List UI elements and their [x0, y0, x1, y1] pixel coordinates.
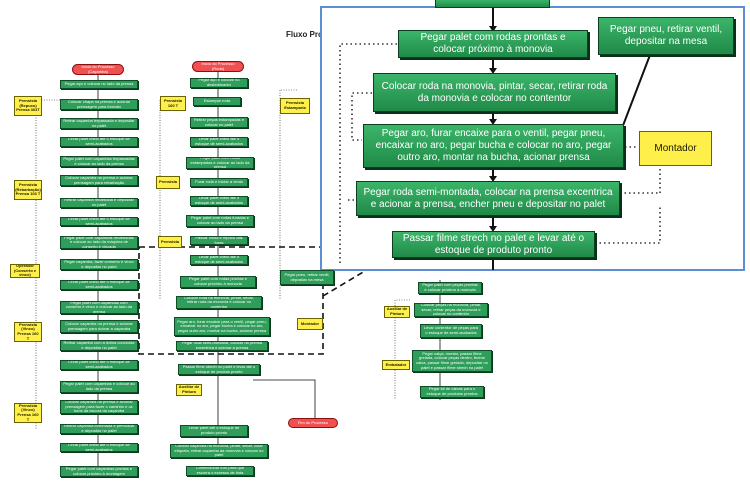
- lane1-role: Operador (Conserto e vinco): [10, 264, 40, 278]
- lane3-role-aux-paint: Auxiliar de Pintura: [384, 306, 410, 318]
- lane3-step: Pegar kit de caixas para o estoque de pr…: [420, 386, 484, 398]
- lane1-step: Pegar caçamba, fazer conserto e vinco e …: [60, 259, 138, 270]
- lane3-role: Prensista Estamparia: [280, 98, 310, 114]
- lane2-step: Estampar roda: [193, 97, 241, 106]
- lane1-step: Levar palet cheio até o estoque de semi-…: [60, 217, 138, 226]
- lane1-step: Colocar chapa na prensa e acionar prensa…: [60, 99, 138, 110]
- lane2-step: Levar palet cheio até o estoque de semi-…: [190, 196, 248, 206]
- lane1-step: Retirar caçamba com a dobra concluída e …: [60, 340, 138, 351]
- lane2-step: Colocar caçamba na monovia, pintar, seca…: [170, 444, 268, 458]
- zoom-step-assemble-rim: Pegar aro, furar encaixe para o ventil, …: [363, 124, 624, 168]
- lane1-step: Levar palet cheio até o estoque de semi-…: [60, 360, 138, 370]
- lane2-role-montador: Montador: [297, 318, 323, 330]
- lane1-step: Pegar aço e colocar no lado da prensa: [60, 80, 138, 89]
- lane2-step: Retirar peças estampadas e colocar no pa…: [190, 117, 248, 128]
- lane2-step: Pegar palet com rodas furadas e colocar …: [186, 215, 254, 227]
- lane1-step: Pegar palet com caçambas prontas e coloc…: [60, 466, 138, 477]
- lane3-step: Pegar palet com peças prontas e colocar …: [418, 282, 482, 294]
- lane1-step: Levar palet cheio até o estoque de semi-…: [60, 280, 138, 290]
- lane2-step: Colocar roda na monovia, pintar, secar, …: [176, 296, 262, 309]
- start-terminal: Início do Processo (Roda): [192, 61, 244, 72]
- lane2-step: Passar filme strech no palet e levar até…: [178, 364, 260, 375]
- lane2-step: Levar palet até o estoque de produto pro…: [180, 425, 248, 437]
- lane1-step: Pegar palet com caçambas com conserto e …: [60, 301, 138, 314]
- lane2-step: Pegar aro, furar encaixe para o ventil, …: [174, 317, 270, 336]
- lane1-step: Pegar palet com caçambas e colocar ao la…: [60, 381, 138, 393]
- lane2-step: Levar palet cheio até o estoque de semi-…: [190, 137, 248, 147]
- zoom-role-montador: Montador: [639, 131, 712, 166]
- lane2-step: Pegar palet com rodas prontas e colocar …: [180, 276, 256, 288]
- lane1-step: Levar palet cheio até o estoque de semi-…: [60, 137, 138, 147]
- lane1-step: Colocar caçamba na prensa e acionar pren…: [60, 400, 138, 414]
- lane2-step-tire-prep: Pegar pneu, retirar ventil, depositar na…: [280, 270, 334, 285]
- lane3-step: Colocar peças na monovia, pintar, secar,…: [414, 303, 488, 317]
- lane3-step: Levar contentor de peças para o estoque …: [420, 324, 482, 338]
- lane1-step: Retirar caçamba corrimada e perfurada e …: [60, 424, 138, 434]
- lane1-step: Levar palet cheio até o estoque de semi-…: [60, 443, 138, 452]
- lane1-step: Colocar caçamba na prensa e acionar pren…: [60, 320, 138, 333]
- lane2-role: Prensista: [158, 236, 182, 248]
- lane1-role: Prensista (Vinco) Prensa 160 T: [14, 403, 42, 423]
- lane1-step: Pegar palet com caçambas trepassadas e c…: [60, 156, 138, 167]
- lane1-role: Prensista (Vinco) Prensa 160 T: [14, 322, 42, 342]
- diagram-title: Fluxo Pro: [286, 30, 323, 39]
- lane1-role: Prensista (Rebarbação) Prensa 103 T: [14, 180, 42, 200]
- lane2-step: Pegar roda semi-montada, colocar na pren…: [176, 341, 268, 351]
- lane2-step: Levar palet cheio até o estoque de semi-…: [190, 255, 248, 265]
- lane2-role-aux-paint: Auxiliar de Pintura: [176, 384, 202, 396]
- zoom-step-tire-prep: Pegar pneu, retirar ventil, depositar na…: [598, 17, 734, 55]
- lane1-step: Pegar palet com caçambas rebarbadas e co…: [60, 236, 138, 249]
- zoom-step-semi-assembled: Pegar roda semi-montada, colocar na pren…: [356, 181, 620, 216]
- lane2-step: Pegar palet com rodas estampadas e coloc…: [186, 157, 254, 169]
- lane2-role: Prensista 160 T: [160, 96, 186, 111]
- zoom-step-monovia-paint: Colocar roda na monovia, pintar, secar, …: [373, 73, 616, 112]
- zoom-step-top-partial: [435, 0, 550, 8]
- lane2-step: Pegar aço e colocar no desbobinador: [190, 78, 248, 88]
- lane1-step: Retirar caçamba rebarbada e depositar no…: [60, 198, 138, 208]
- lane1-step: Colocar caçamba na prensa e acionar pren…: [60, 175, 138, 186]
- lane2-step: Passar virola e repuxo das furas: [190, 236, 248, 245]
- lane2-role: Prensista: [156, 176, 180, 189]
- callout-frame: [138, 246, 324, 355]
- lane3-role-packer: Embalador: [382, 360, 410, 370]
- lane1-step: Retirar caçamba trepassada e depositar n…: [60, 118, 138, 129]
- start-terminal: Início do Processo (Caçamba): [72, 64, 124, 75]
- lane1-role: Prensista (Repuxo) Prensa 303T: [14, 96, 42, 116]
- zoom-step-pallet-to-monovia: Pegar palet com rodas prontas e colocar …: [398, 30, 588, 58]
- zoom-step-stretch-film: Passar filme strech no palet e levar até…: [392, 231, 595, 258]
- lane3-step: Pegar calça, montar, passar filme grelad…: [412, 350, 492, 372]
- lane2-step: Confeccionar furo para que escorra o exc…: [186, 466, 254, 476]
- end-terminal: Fim do Processo: [288, 418, 338, 428]
- lane2-step: Furar roda e iniciar a virola: [190, 178, 248, 187]
